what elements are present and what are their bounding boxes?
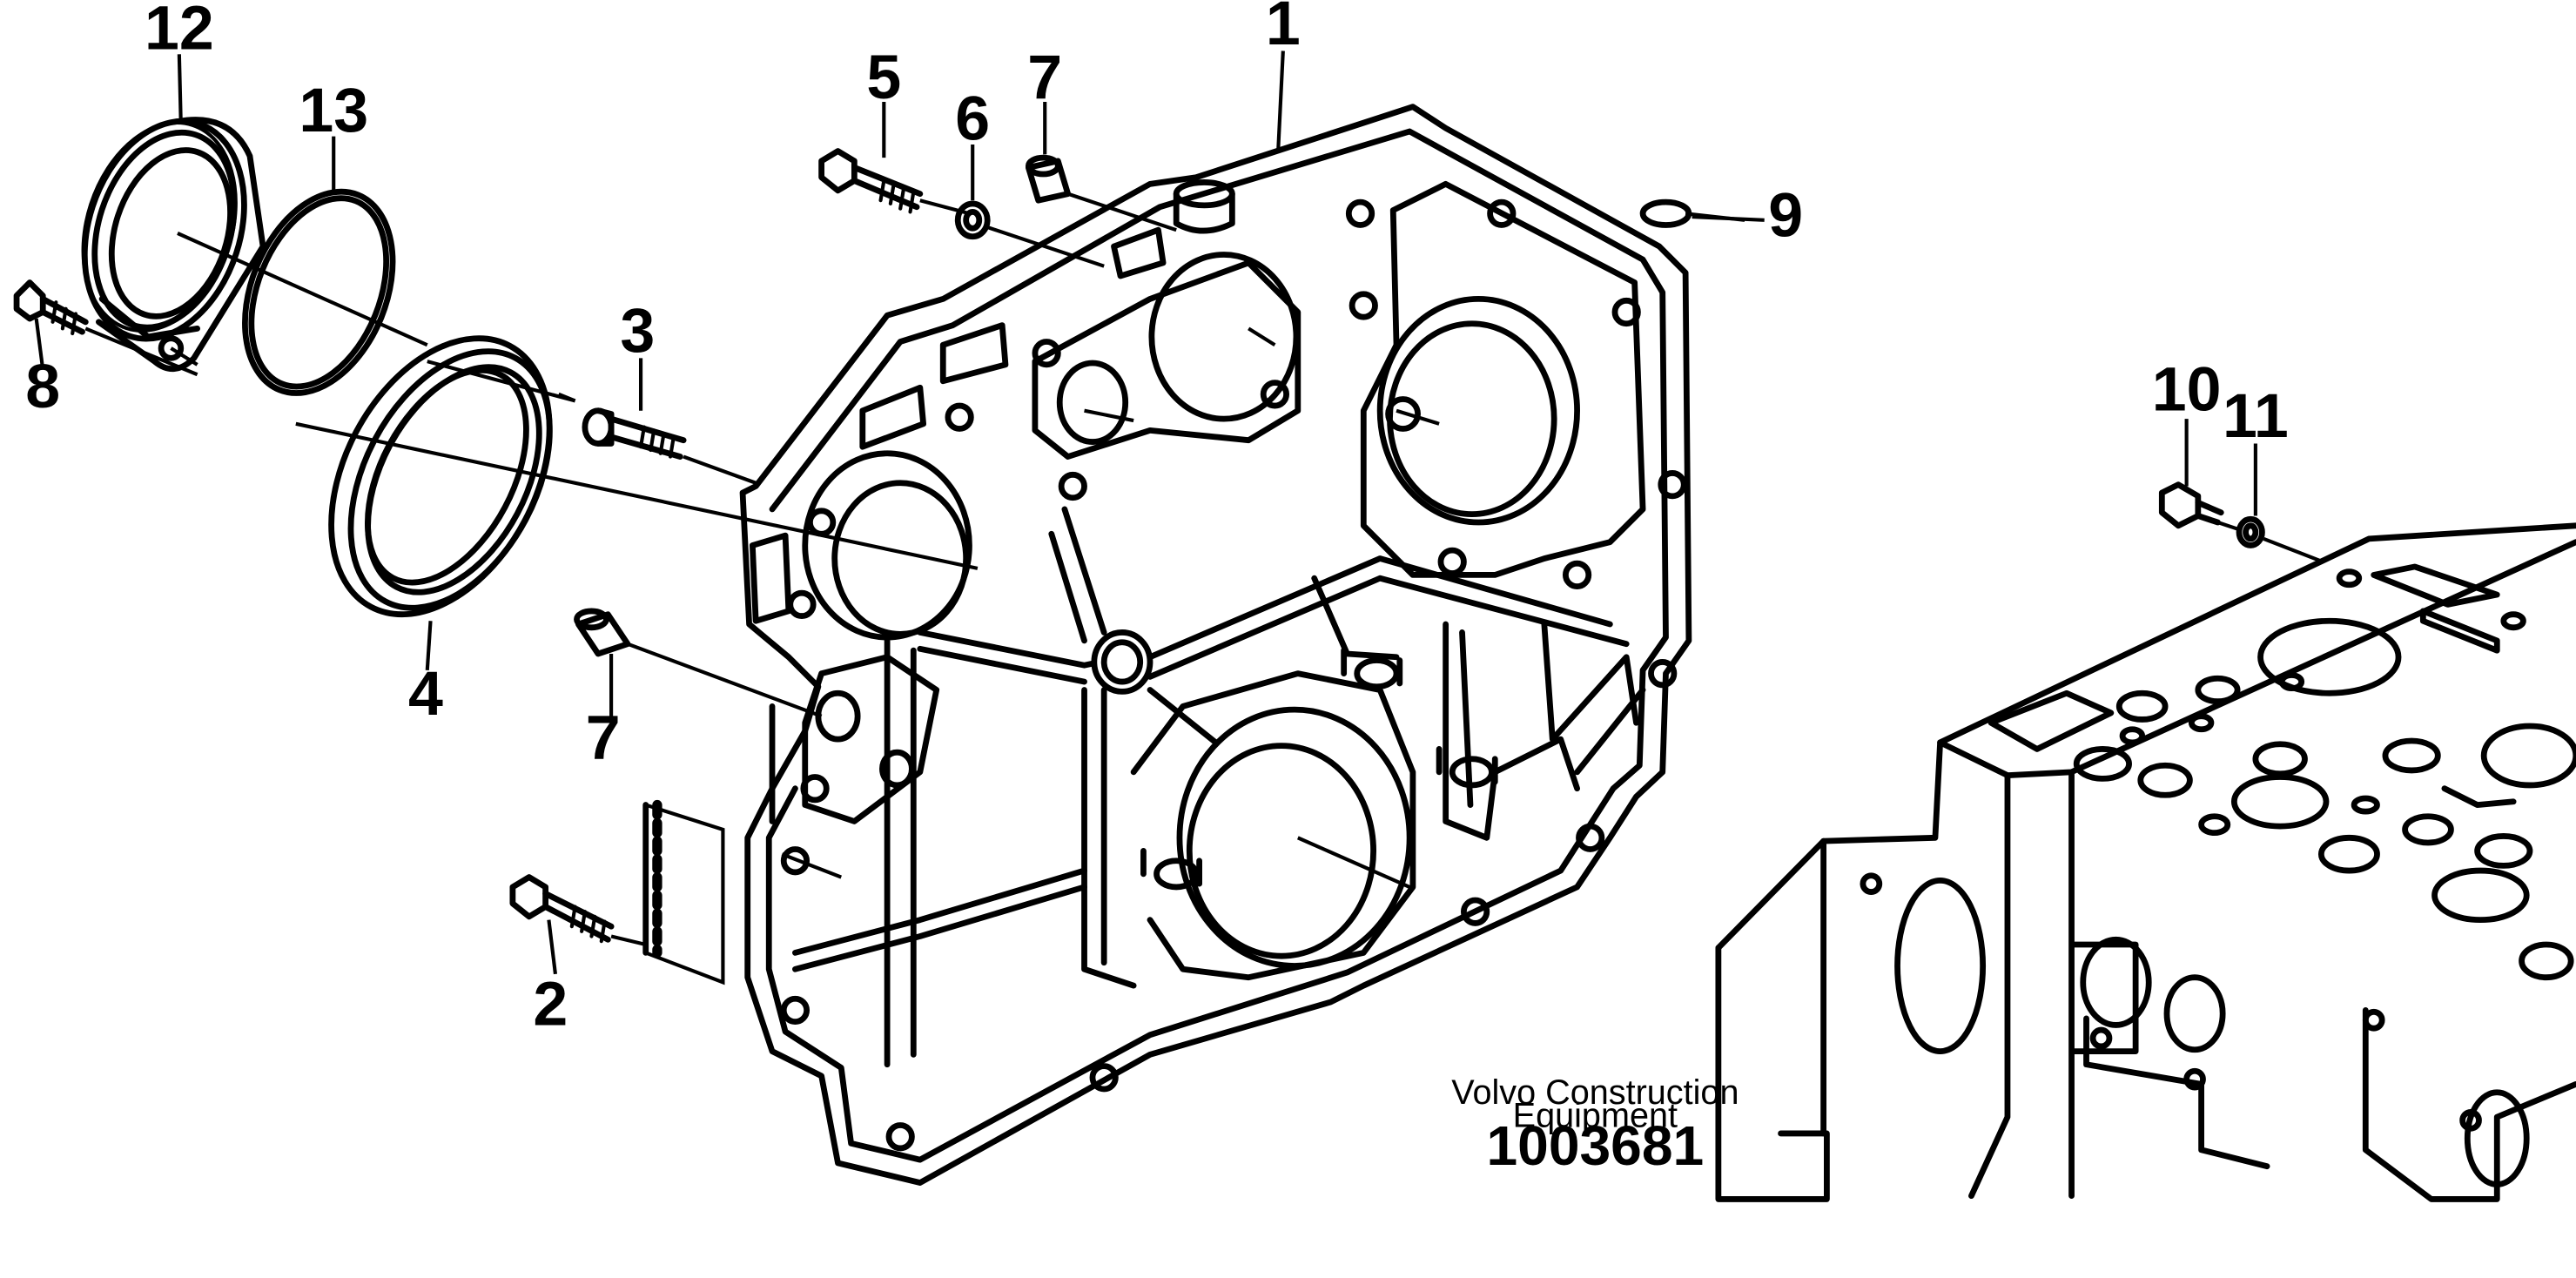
callout-11: 11 <box>2223 381 2289 451</box>
part-7-sleeve-top <box>1025 154 1072 204</box>
assembly-lines <box>84 192 2324 946</box>
part-10-bolt <box>2158 481 2224 529</box>
part-6-washer <box>954 200 991 240</box>
part-3-bolt <box>582 407 687 460</box>
engine-block <box>1715 522 2576 1202</box>
callout-12: 12 <box>145 0 214 64</box>
callout-10: 10 <box>2152 355 2222 425</box>
part-4-oil-seal <box>328 335 553 618</box>
callout-7-top: 7 <box>1027 43 1062 112</box>
callout-5: 5 <box>866 43 901 112</box>
gasket-edge <box>642 799 725 985</box>
part-8-bolt <box>13 279 89 336</box>
part-5-bolt <box>818 148 924 214</box>
part-12-seal-cover <box>81 117 266 373</box>
maker-line-1: Volvo Construction <box>1451 1073 1739 1112</box>
part-9-plug <box>1639 198 1692 228</box>
part-11-washer <box>2236 515 2265 548</box>
timing-gear-cover <box>739 104 1692 1186</box>
callout-3: 3 <box>620 296 655 366</box>
part-2-bolt <box>509 874 615 944</box>
callout-2: 2 <box>533 969 568 1039</box>
callout-13: 13 <box>299 76 368 145</box>
callout-7-lower: 7 <box>586 703 621 773</box>
maker-line-2: Equipment <box>1513 1096 1678 1134</box>
callout-8: 8 <box>25 352 60 421</box>
footer: Volvo Construction Equipment 1003681 <box>1451 1073 1739 1177</box>
callout-4: 4 <box>408 659 443 729</box>
document-number: 1003681 <box>1486 1114 1704 1177</box>
callout-labels: 1 2 3 4 5 6 7 7 8 9 10 11 12 13 <box>25 0 2288 1039</box>
callout-6: 6 <box>955 84 990 153</box>
callout-1: 1 <box>1266 0 1301 58</box>
callout-leaders <box>34 50 2257 975</box>
part-7-sleeve-lower <box>574 608 631 657</box>
callout-9: 9 <box>1768 181 1803 251</box>
